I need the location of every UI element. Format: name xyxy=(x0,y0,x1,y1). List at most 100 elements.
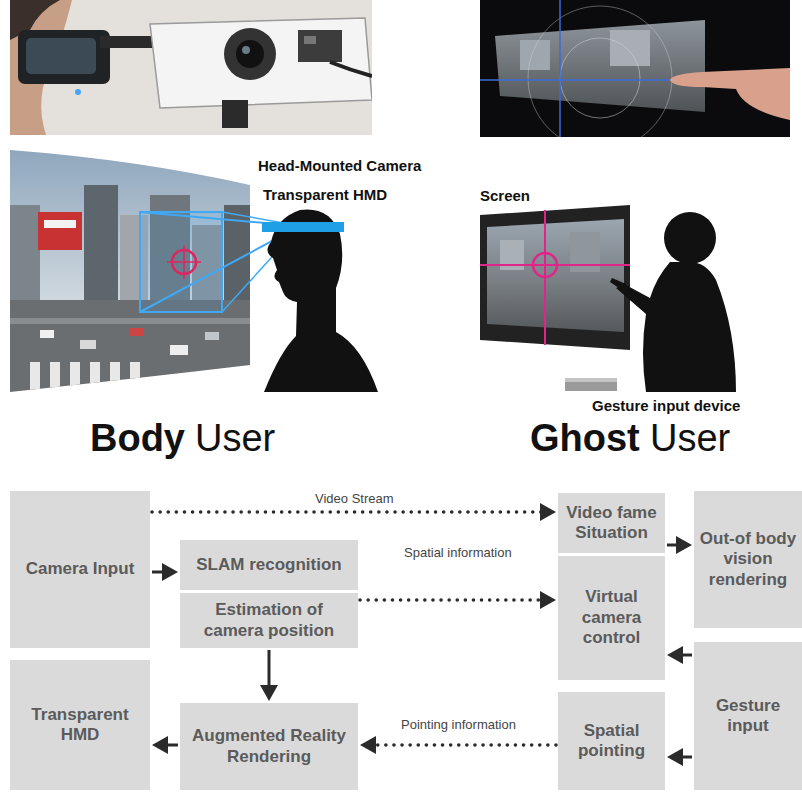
screen-photo xyxy=(559,0,561,137)
connector xyxy=(152,736,178,754)
glasses-photo xyxy=(26,38,96,74)
glasses-photo xyxy=(304,36,316,44)
ghost-user-silhouette xyxy=(610,278,626,290)
ghost-user-screen xyxy=(533,253,557,277)
ghost-user-silhouette xyxy=(664,212,716,264)
screen-photo xyxy=(480,0,790,137)
glasses-photo xyxy=(330,62,372,76)
node-text: Augmented Reality Rendering xyxy=(184,726,354,767)
arrow-head xyxy=(540,591,556,609)
ghost-user-screen xyxy=(480,264,630,266)
city-panorama xyxy=(205,332,219,340)
city-panorama xyxy=(30,362,140,392)
connector xyxy=(667,748,692,766)
process-box: Gesture input xyxy=(694,642,802,790)
connector xyxy=(667,536,692,554)
process-box: SLAM recognition xyxy=(180,540,358,590)
arrow-head xyxy=(152,736,168,754)
screen-photo xyxy=(560,38,640,118)
screen-photo xyxy=(480,0,790,137)
glasses-photo xyxy=(242,46,250,54)
city-panorama xyxy=(70,362,80,392)
edge-label: Pointing information xyxy=(399,717,518,733)
city-panorama xyxy=(167,261,201,263)
connector-line xyxy=(152,510,542,514)
node-text: SLAM recognition xyxy=(196,555,341,575)
connector-line xyxy=(268,650,271,687)
city-panorama xyxy=(40,330,54,338)
gesture-device xyxy=(565,378,617,391)
glasses-photo xyxy=(236,40,264,68)
glasses-photo xyxy=(150,18,372,108)
process-box: Video fame Situation xyxy=(558,493,665,553)
arrow-head xyxy=(667,646,683,664)
process-box: Out-of body vision rendering xyxy=(694,491,802,628)
city-panorama xyxy=(140,212,222,312)
ghost-user-silhouette xyxy=(616,262,736,392)
screen-photo xyxy=(670,68,790,120)
dotted-connector xyxy=(360,591,556,609)
gesture-device xyxy=(565,378,617,382)
screen-photo xyxy=(610,30,650,66)
edge-label: Video Stream xyxy=(313,491,396,507)
process-box: Estimation of camera position xyxy=(180,593,358,648)
connector xyxy=(152,563,178,581)
city-panorama xyxy=(84,185,118,305)
city-panorama xyxy=(80,340,96,349)
node-text: Spatial pointing xyxy=(562,721,661,762)
section-heading: Body xyxy=(90,418,185,460)
glasses-photo xyxy=(224,28,276,80)
glasses-photo xyxy=(75,89,81,95)
city-panorama xyxy=(10,318,250,324)
arrow-head xyxy=(360,736,376,754)
gesture-device xyxy=(565,378,617,391)
city-panorama xyxy=(30,362,40,392)
ghost-user-screen xyxy=(480,205,630,350)
callout-label: Screen xyxy=(480,187,530,205)
arrow-head xyxy=(540,503,556,521)
glasses-photo xyxy=(222,100,248,128)
section-heading: User xyxy=(650,418,730,460)
callout-label: Transparent HMD xyxy=(263,186,387,204)
node-text: Transparent HMD xyxy=(14,705,146,746)
glasses-photo xyxy=(298,30,342,62)
arrow-head xyxy=(676,536,692,554)
process-box: Spatial pointing xyxy=(558,692,665,790)
process-box: Camera Input xyxy=(10,491,150,648)
callout-label: Head-Mounted Camera xyxy=(258,157,421,175)
city-panorama xyxy=(10,150,300,395)
process-box: Virtual camera control xyxy=(558,556,665,680)
city-panorama xyxy=(90,362,100,392)
body-user-silhouette xyxy=(264,210,378,393)
connector xyxy=(667,646,692,664)
glasses-photo xyxy=(18,30,110,84)
dotted-connector xyxy=(360,736,556,754)
arrow-head xyxy=(667,748,683,766)
screen-photo xyxy=(520,40,550,70)
city-panorama xyxy=(10,300,250,395)
node-text: Estimation of camera position xyxy=(184,600,354,641)
node-text: Camera Input xyxy=(26,559,135,579)
body-user-silhouette xyxy=(262,222,344,232)
ghost-user-silhouette xyxy=(610,212,736,392)
screen-photo xyxy=(495,20,705,112)
city-panorama xyxy=(10,205,40,305)
section-heading: Ghost xyxy=(530,418,640,460)
city-panorama xyxy=(110,362,120,392)
glasses-photo xyxy=(10,0,372,135)
node-text: Out-of body vision rendering xyxy=(698,529,798,590)
city-panorama xyxy=(44,220,76,228)
connector-line xyxy=(374,743,556,747)
node-text: Virtual camera control xyxy=(562,587,661,648)
city-panorama xyxy=(170,345,188,355)
ghost-user-screen xyxy=(487,219,624,332)
connector xyxy=(260,650,278,701)
screen-photo xyxy=(528,6,672,137)
callout-label: Gesture input device xyxy=(592,397,740,415)
node-text: Video fame Situation xyxy=(562,503,661,544)
body-user-silhouette xyxy=(262,210,378,393)
glasses-photo xyxy=(10,0,372,135)
city-panorama xyxy=(130,362,140,392)
connector-line xyxy=(360,598,542,602)
